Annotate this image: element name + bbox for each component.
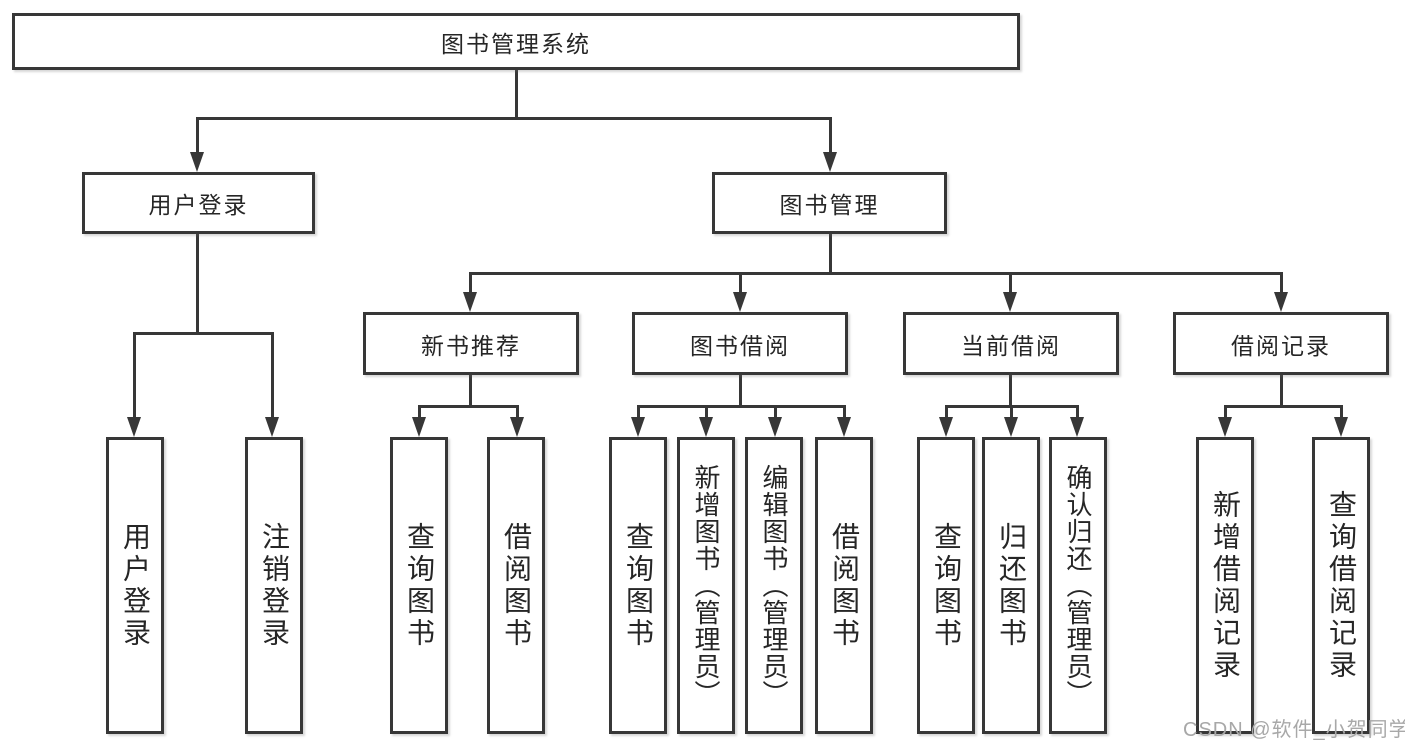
- arrow-down-icon: [1003, 292, 1017, 312]
- edge-root-stem: [515, 70, 518, 120]
- edge-user-login-bar: [133, 332, 274, 335]
- node-current-borrow-label: 当前借阅: [961, 332, 1061, 359]
- leaf-query-books-current: 查询图书: [917, 437, 975, 734]
- edge-user-login-stem: [196, 234, 199, 335]
- node-borrow-records: 借阅记录: [1173, 312, 1389, 375]
- edge-root-bar: [196, 117, 832, 120]
- edge-leaf: [516, 408, 519, 417]
- edge-leaf: [705, 408, 708, 417]
- edge-leaf: [945, 408, 948, 417]
- edge-leaf: [843, 408, 846, 417]
- leaf-query-books-label: 查询图书: [623, 521, 654, 650]
- arrow-down-icon: [127, 417, 141, 437]
- arrow-down-icon: [768, 417, 782, 437]
- node-book-management-label: 图书管理: [779, 192, 880, 218]
- edge-to-leaf-logout: [271, 335, 274, 419]
- arrow-down-icon: [1070, 417, 1084, 437]
- leaf-edit-books-admin-label: 编辑图书（管理员）: [759, 464, 789, 707]
- node-book-borrow: 图书借阅: [632, 312, 848, 375]
- leaf-user-login-label: 用户登录: [120, 521, 151, 650]
- leaf-query-books-borrow: 查询图书: [609, 437, 667, 734]
- arrow-down-icon: [733, 292, 747, 312]
- arrow-down-icon: [1004, 417, 1018, 437]
- edge-to-user-login: [196, 120, 199, 154]
- node-current-borrow: 当前借阅: [903, 312, 1119, 375]
- arrow-down-icon: [190, 152, 204, 172]
- node-user-login-label: 用户登录: [148, 192, 249, 218]
- arrow-down-icon: [939, 417, 953, 437]
- edge-to-leaf-user-login: [133, 335, 136, 419]
- edge-to-new-book-recommend: [469, 275, 472, 294]
- leaf-logout-label: 注销登录: [259, 521, 290, 650]
- edge-leaf: [1010, 408, 1013, 417]
- arrow-down-icon: [1334, 417, 1348, 437]
- leaf-add-borrow-record-label: 新增借阅记录: [1210, 489, 1241, 682]
- leaf-query-borrow-record-label: 查询借阅记录: [1326, 489, 1357, 682]
- edge-leaf: [1224, 408, 1227, 417]
- leaf-logout: 注销登录: [245, 437, 303, 734]
- arrow-down-icon: [631, 417, 645, 437]
- arrow-down-icon: [265, 417, 279, 437]
- arrow-down-icon: [510, 417, 524, 437]
- leaf-add-borrow-record: 新增借阅记录: [1196, 437, 1254, 734]
- leaf-confirm-return-admin-label: 确认归还（管理员）: [1063, 464, 1093, 707]
- edge-current-borrow-stem: [1009, 375, 1012, 408]
- arrow-down-icon: [699, 417, 713, 437]
- edge-to-book-management: [829, 120, 832, 154]
- edge-new-book-stem: [469, 375, 472, 408]
- node-new-book-recommend-label: 新书推荐: [421, 332, 521, 359]
- leaf-borrow-books-borrow: 借阅图书: [815, 437, 873, 734]
- arrow-down-icon: [1274, 292, 1288, 312]
- leaf-add-books-admin-label: 新增图书（管理员）: [691, 464, 721, 707]
- edge-to-borrow-records: [1280, 275, 1283, 294]
- leaf-query-books-label: 查询图书: [404, 521, 435, 650]
- edge-book-management-stem: [829, 234, 832, 275]
- edge-leaf: [637, 408, 640, 417]
- edge-to-current-borrow: [1009, 275, 1012, 294]
- leaf-borrow-books-label: 借阅图书: [829, 521, 860, 650]
- node-user-login: 用户登录: [82, 172, 315, 234]
- arrow-down-icon: [837, 417, 851, 437]
- node-root: 图书管理系统: [12, 13, 1020, 70]
- leaf-query-books-label: 查询图书: [931, 521, 962, 650]
- edge-book-management-bar: [469, 272, 1283, 275]
- edge-to-book-borrow: [739, 275, 742, 294]
- arrow-down-icon: [1218, 417, 1232, 437]
- leaf-add-books-admin: 新增图书（管理员）: [677, 437, 735, 734]
- edge-book-borrow-bar: [637, 405, 846, 408]
- edge-leaf: [1076, 408, 1079, 417]
- node-book-borrow-label: 图书借阅: [690, 332, 790, 359]
- edge-leaf: [774, 408, 777, 417]
- leaf-return-books-label: 归还图书: [996, 521, 1027, 650]
- leaf-user-login: 用户登录: [106, 437, 164, 734]
- leaf-query-books-recommend: 查询图书: [390, 437, 448, 734]
- arrow-down-icon: [463, 292, 477, 312]
- arrow-down-icon: [412, 417, 426, 437]
- leaf-borrow-books-label: 借阅图书: [501, 521, 532, 650]
- edge-new-book-bar: [418, 405, 519, 408]
- leaf-borrow-books-recommend: 借阅图书: [487, 437, 545, 734]
- edge-book-borrow-stem: [739, 375, 742, 408]
- edge-current-borrow-bar: [945, 405, 1079, 408]
- edge-borrow-records-stem: [1280, 375, 1283, 408]
- leaf-query-borrow-record: 查询借阅记录: [1312, 437, 1370, 734]
- leaf-return-books: 归还图书: [982, 437, 1040, 734]
- node-borrow-records-label: 借阅记录: [1231, 332, 1331, 359]
- leaf-edit-books-admin: 编辑图书（管理员）: [745, 437, 803, 734]
- node-book-management: 图书管理: [712, 172, 947, 234]
- watermark: CSDN @软件_小贺同学: [1183, 719, 1405, 741]
- edge-leaf: [418, 408, 421, 417]
- edge-borrow-records-bar: [1224, 405, 1343, 408]
- node-root-label: 图书管理系统: [441, 30, 591, 57]
- edge-leaf: [1340, 408, 1343, 417]
- leaf-confirm-return-admin: 确认归还（管理员）: [1049, 437, 1107, 734]
- arrow-down-icon: [823, 152, 837, 172]
- node-new-book-recommend: 新书推荐: [363, 312, 579, 375]
